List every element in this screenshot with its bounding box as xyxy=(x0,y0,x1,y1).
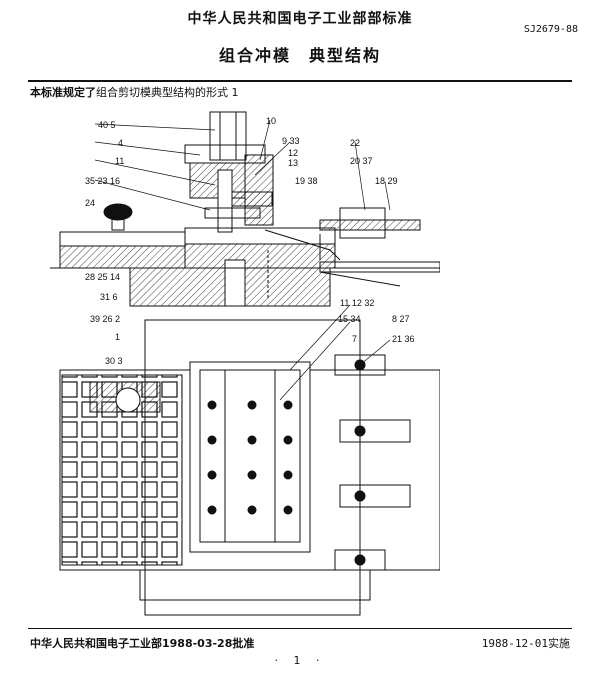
punch xyxy=(217,169,233,233)
callout-20-37: 20 37 xyxy=(350,156,373,166)
callout-1: 1 xyxy=(115,332,120,342)
base-plate xyxy=(319,261,440,273)
callout-13: 13 xyxy=(288,158,298,168)
section-view xyxy=(50,111,440,307)
footer-rule xyxy=(28,628,572,629)
approval-note: 中华人民共和国电子工业部1988-03-28批准 xyxy=(30,637,255,650)
callout-11: 11 xyxy=(115,156,124,166)
chute xyxy=(264,229,341,261)
callout-31-6: 31 6 xyxy=(100,292,118,302)
bottom-plate xyxy=(139,569,371,601)
callout-39-26-2: 39 26 2 xyxy=(90,314,120,324)
die-plate-hatch xyxy=(184,243,336,269)
callout-7: 7 xyxy=(352,334,357,344)
stop-mid xyxy=(339,419,411,443)
die-set xyxy=(189,361,311,553)
callout-28-25-14: 28 25 14 xyxy=(85,272,120,282)
leader-lines xyxy=(94,119,391,401)
callout-18-29: 18 29 xyxy=(375,176,398,186)
callout-10: 10 xyxy=(266,116,276,126)
callout-24: 24 xyxy=(85,198,95,208)
callout-22: 22 xyxy=(350,138,360,148)
callout-12: 12 xyxy=(288,148,298,158)
callout-35-23-16: 35 23 16 xyxy=(85,176,120,186)
callout-21-36: 21 36 xyxy=(392,334,415,344)
guide-block xyxy=(244,154,274,226)
plan-view xyxy=(59,319,440,616)
stop-top xyxy=(334,354,386,376)
document-title: 组合冲模 典型结构 xyxy=(218,46,381,65)
callout-15-34: 15 34 xyxy=(338,314,361,324)
stop-low xyxy=(339,484,411,508)
page-number: · 1 · xyxy=(274,654,326,667)
callout-30-3: 30 3 xyxy=(105,356,123,366)
clamp-knob xyxy=(115,387,141,413)
scope-rest: 组合剪切模典型结构的形式 1 xyxy=(96,86,239,99)
stripper xyxy=(204,207,261,219)
callout-4: 4 xyxy=(118,138,123,148)
standard-header: 中华人民共和国电子工业部部标准 xyxy=(187,11,413,27)
scope-statement: 本标准规定了组合剪切模典型结构的形式 1 xyxy=(30,84,239,100)
die-plate xyxy=(184,227,336,245)
right-bracket xyxy=(319,219,421,231)
callout-19-38: 19 38 xyxy=(295,176,318,186)
effective-date: 1988-12-01实施 xyxy=(481,637,570,650)
callout-9-33: 9 33 xyxy=(282,136,300,146)
callout-40-5: 40 5 xyxy=(98,120,116,130)
scope-lead: 本标准规定了 xyxy=(30,86,96,99)
punch-shank xyxy=(209,111,247,161)
callout-11-12-32: 11 12 32 xyxy=(340,298,374,308)
left-rail xyxy=(59,231,186,247)
header-rule xyxy=(28,80,572,82)
callout-8-27: 8 27 xyxy=(392,314,410,324)
standard-code: SJ2679-88 xyxy=(523,24,578,35)
die-structure-drawing: 40 5 4 11 35 23 16 24 28 25 14 31 6 10 9… xyxy=(50,111,440,616)
bolt-holes xyxy=(207,400,293,515)
